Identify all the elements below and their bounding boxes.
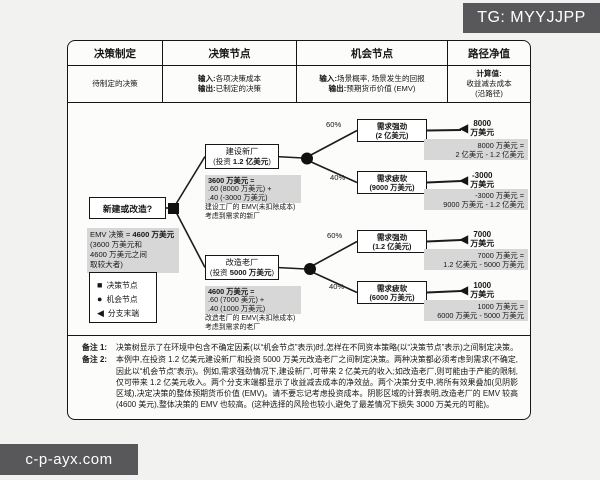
branch-end-triangle-icon: ◀ bbox=[459, 283, 469, 297]
chance-node-build bbox=[301, 152, 313, 165]
scenario-box-build-weak: 需求疲软 (9000 万美元) bbox=[357, 171, 427, 194]
col-desc-decision-node: 输入:各项决策成本 输出:已制定的决策 bbox=[163, 66, 297, 102]
decision-node-square bbox=[168, 203, 179, 214]
decision-question-box: 新建或改造? bbox=[89, 197, 166, 219]
scenario-box-renovate-weak: 需求疲软 (6000 万美元) bbox=[357, 281, 427, 304]
emv-calc-build: 3600 万美元 = .60 (8000 万美元) + .40 (-3000 万… bbox=[205, 175, 301, 203]
col-desc-chance-node: 输入:场景概率, 场景发生的回报 输出:预期货币价值 (EMV) bbox=[297, 66, 448, 102]
path-net-calc: -3000 万美元 = 9000 万美元 - 1.2 亿美元 bbox=[424, 189, 528, 210]
header-table: 决策制定 决策节点 机会节点 路径净值 待制定的决策 输入:各项决策成本 输出:… bbox=[68, 41, 530, 103]
emv-decision-box: EMV 决策 = 4600 万美元 (3600 万美元和 4600 万美元之间 … bbox=[87, 228, 179, 273]
col-header-chance-node: 机会节点 bbox=[297, 41, 448, 66]
notes-section: 备注 1: 决策树显示了在环境中包含不确定因素(以“机会节点”表示)时,怎样在不… bbox=[68, 335, 530, 419]
probability-label: 40% bbox=[330, 173, 346, 182]
branch-end-triangle-icon: ◀ bbox=[459, 173, 469, 187]
col-desc-path-value: 计算值: 收益减去成本 (沿路径) bbox=[466, 69, 512, 98]
branch-end-triangle-icon: ◀ bbox=[459, 232, 469, 246]
branch-end-triangle-icon: ◀ bbox=[97, 307, 104, 318]
decision-node-square-icon: ■ bbox=[97, 279, 103, 290]
branch-end-triangle-icon: ◀ bbox=[459, 121, 469, 135]
probability-label: 40% bbox=[329, 282, 345, 291]
col-header-decision-node: 决策节点 bbox=[163, 41, 297, 66]
option-box-build-new-plant: 建设新厂 (投资 1.2 亿美元) bbox=[205, 144, 279, 169]
scenario-box-renovate-strong: 需求强劲 (1.2 亿美元) bbox=[357, 230, 427, 253]
note-2: 备注 2: 本例中,在投资 1.2 亿美元建设新厂和投资 5000 万美元改造老… bbox=[82, 355, 518, 410]
path-net-calc: 7000 万美元 = 1.2 亿美元 - 5000 万美元 bbox=[424, 249, 528, 270]
legend-item-decision-node: ■ 决策节点 bbox=[97, 279, 138, 290]
col-header-decision-making: 决策制定 bbox=[68, 41, 163, 66]
emv-caption-renovate: 改造老厂的 EMV(未扣除成本) 考虑到需求的老厂 bbox=[205, 315, 296, 331]
path-net-calc: 1000 万美元 = 6000 万美元 - 5000 万美元 bbox=[424, 300, 528, 321]
option-box-renovate-old-plant: 改造老厂 (投资 5000 万美元) bbox=[205, 255, 279, 280]
legend-item-chance-node: ● 机会节点 bbox=[97, 293, 138, 304]
note-1: 备注 1: 决策树显示了在环境中包含不确定因素(以“机会节点”表示)时,怎样在不… bbox=[82, 343, 518, 352]
watermark-tag-bottom-left: c-p-ayx.com bbox=[0, 444, 138, 475]
probability-label: 60% bbox=[326, 120, 342, 129]
chance-node-circle-icon: ● bbox=[97, 293, 103, 304]
decision-tree-figure: 决策制定 决策节点 机会节点 路径净值 待制定的决策 输入:各项决策成本 输出:… bbox=[67, 40, 531, 420]
probability-label: 60% bbox=[327, 231, 343, 240]
legend-box: ■ 决策节点 ● 机会节点 ◀ 分支末端 bbox=[89, 272, 157, 323]
col-desc-decision-making: 待制定的决策 bbox=[68, 66, 163, 102]
col-header-path-value: 路径净值 bbox=[448, 41, 530, 66]
emv-calc-renovate: 4600 万美元 = .60 (7000 美元) + .40 (1000 万美元… bbox=[205, 286, 301, 314]
legend-item-branch-end: ◀ 分支末端 bbox=[97, 307, 140, 318]
watermark-tag-top-right: TG: MYYJJPP bbox=[463, 3, 600, 33]
chance-node-renovate bbox=[304, 263, 316, 275]
scenario-box-build-strong: 需求强劲 (2 亿美元) bbox=[357, 119, 427, 142]
path-net-calc: 8000 万美元 = 2 亿美元 - 1.2 亿美元 bbox=[424, 139, 528, 160]
emv-caption-build: 建设工厂的 EMV(未扣除成本) 考虑到需求的新厂 bbox=[205, 204, 296, 220]
